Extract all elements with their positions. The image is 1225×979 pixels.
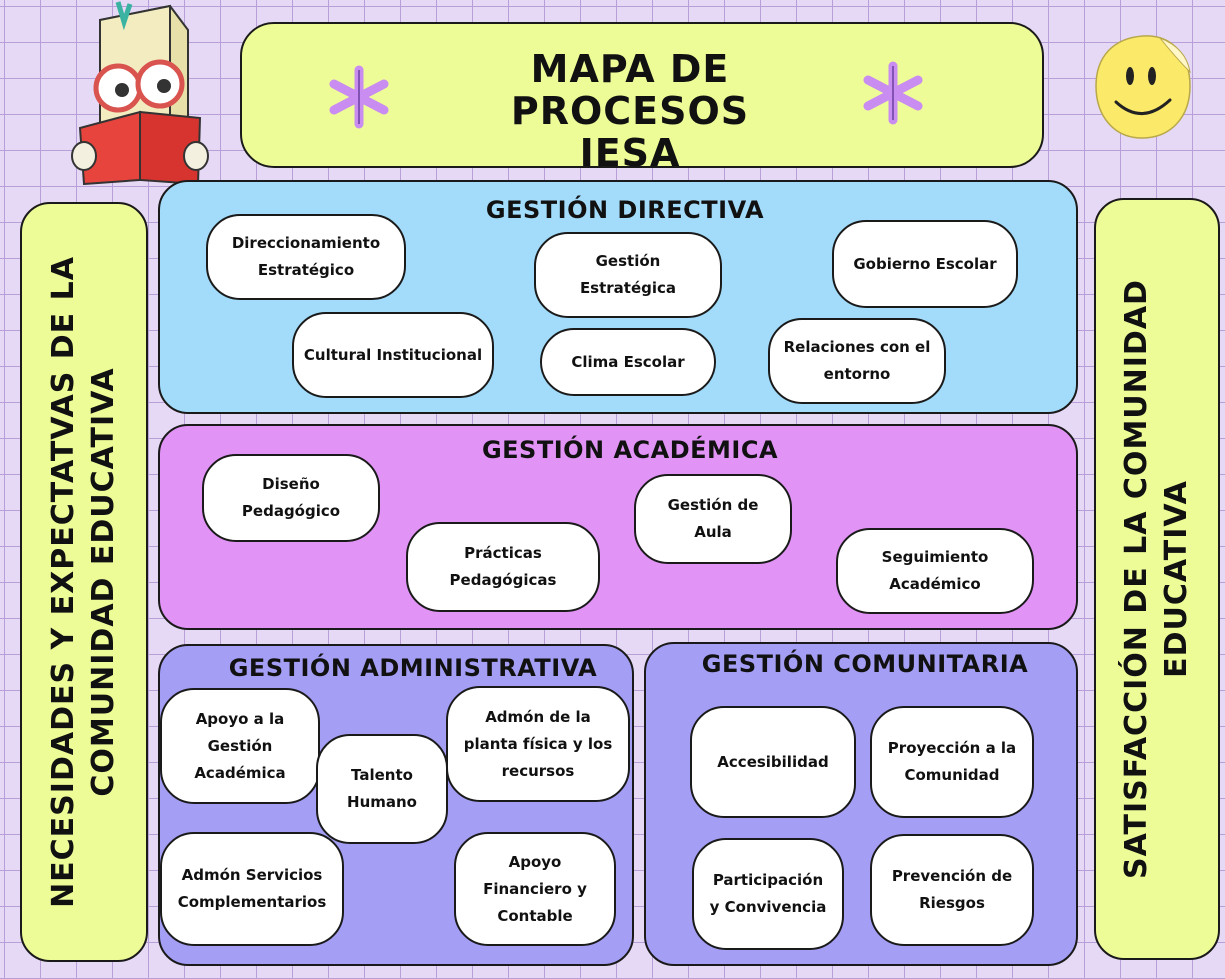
process-box: Apoyo Financiero y Contable: [454, 832, 616, 946]
satisfaction-label: SATISFACCIÓN DE LA COMUNIDAD EDUCATIVA: [1117, 279, 1197, 879]
process-box: Admón de la planta física y los recursos: [446, 686, 630, 802]
process-box: Prevención de Riesgos: [870, 834, 1034, 946]
process-box: Accesibilidad: [690, 706, 856, 818]
asterisk-star-icon: [860, 60, 926, 126]
book-mascot-icon: [60, 0, 220, 186]
needs-line-2: COMUNIDAD EDUCATIVA: [86, 367, 121, 797]
section-title-administrativa: GESTIÓN ADMINISTRATIVA: [228, 654, 598, 682]
process-box: Seguimiento Académico: [836, 528, 1034, 614]
title-line-2: PROCESOS IESA: [510, 89, 750, 175]
satisfaction-line-2: EDUCATIVA: [1159, 480, 1194, 678]
page-title: MAPA DE PROCESOS IESA: [470, 47, 790, 174]
process-box: Admón Servicios Complementarios: [160, 832, 344, 946]
process-box: Relaciones con el entorno: [768, 318, 946, 404]
satisfaction-line-1: SATISFACCIÓN DE LA COMUNIDAD: [1119, 279, 1154, 879]
process-box: Direccionamiento Estratégico: [206, 214, 406, 300]
needs-line-1: NECESIDADES Y EXPECTATVAS DE LA: [46, 256, 81, 908]
section-title-comunitaria: GESTIÓN COMUNITARIA: [701, 650, 1029, 678]
title-line-1: MAPA DE: [530, 47, 730, 91]
process-box: Clima Escolar: [540, 328, 716, 396]
process-box: Participación y Convivencia: [692, 838, 844, 950]
needs-expectations-label: NECESIDADES Y EXPECTATVAS DE LA COMUNIDA…: [44, 256, 124, 908]
process-box: Gestión Estratégica: [534, 232, 722, 318]
process-box: Cultural Institucional: [292, 312, 494, 398]
title-banner: [240, 22, 1044, 168]
satisfaction-panel: SATISFACCIÓN DE LA COMUNIDAD EDUCATIVA: [1094, 198, 1220, 960]
process-box: Diseño Pedagógico: [202, 454, 380, 542]
process-box: Gobierno Escolar: [832, 220, 1018, 308]
process-box: Talento Humano: [316, 734, 448, 844]
smiley-face-icon: [1090, 28, 1196, 144]
process-box: Gestión de Aula: [634, 474, 792, 564]
process-box: Prácticas Pedagógicas: [406, 522, 600, 612]
section-title-academica: GESTIÓN ACADÉMICA: [481, 436, 779, 464]
needs-expectations-panel: NECESIDADES Y EXPECTATVAS DE LA COMUNIDA…: [20, 202, 148, 962]
section-title-directiva: GESTIÓN DIRECTIVA: [485, 196, 765, 224]
process-box: Apoyo a la Gestión Académica: [160, 688, 320, 804]
asterisk-star-icon: [326, 64, 392, 130]
process-box: Proyección a la Comunidad: [870, 706, 1034, 818]
